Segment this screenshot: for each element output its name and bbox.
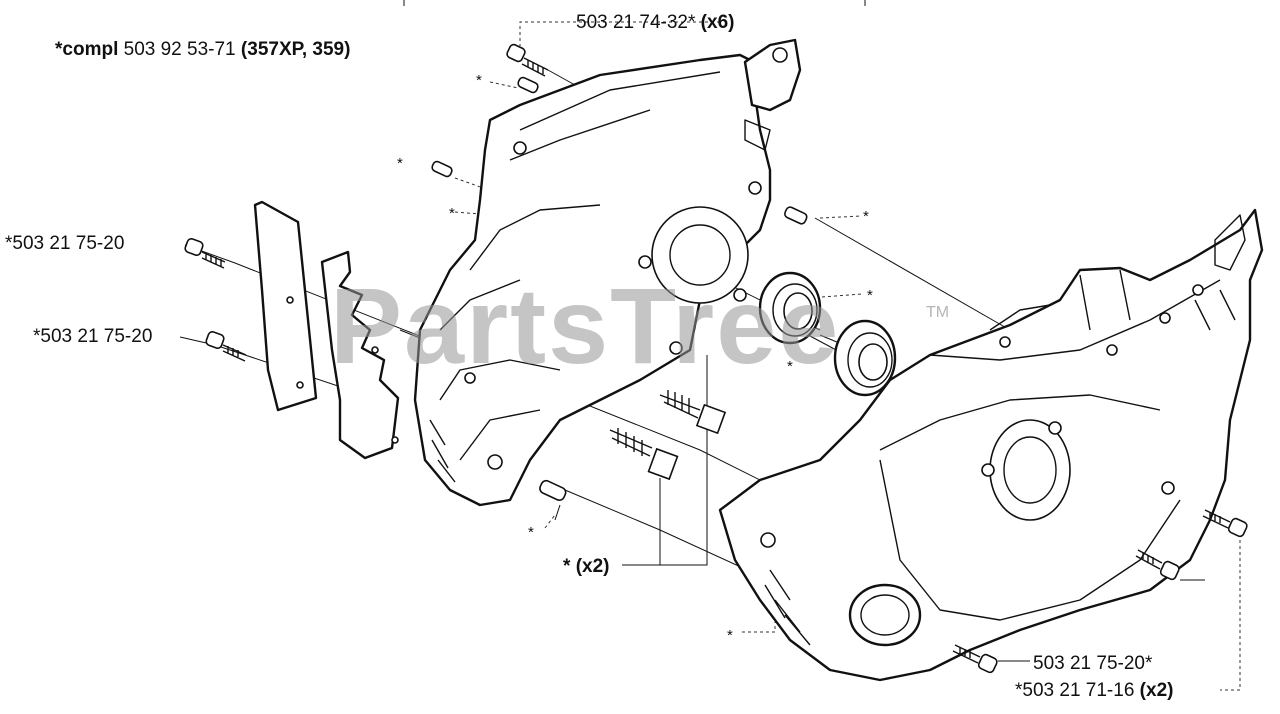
bumper-hole	[391, 436, 399, 444]
plate-hole	[286, 296, 294, 304]
assembly-note-part: 503 92 53-71	[123, 39, 236, 60]
watermark: PartsTree	[330, 265, 841, 386]
trademark-mark: TM	[926, 304, 950, 321]
crankcase-right-half	[718, 208, 1264, 682]
cropped-frame-edge	[403, 0, 866, 6]
callout-top-screw[interactable]: 503 21 74-32* (x6)	[576, 13, 734, 32]
callout-part-number: *	[563, 556, 571, 577]
plate-hole	[296, 381, 304, 389]
callout-part-number: *503 21 75-20	[33, 326, 153, 347]
screw-left-2	[205, 331, 247, 362]
pin-sleeves	[609, 390, 727, 481]
star-marker: *	[528, 524, 534, 541]
star-marker: *	[727, 627, 733, 644]
star-marker: *	[449, 205, 455, 222]
star-marker: *	[863, 208, 869, 225]
callout-part-number: *503 21 75-20	[5, 233, 125, 254]
callout-left-screw-2[interactable]: *503 21 75-20	[33, 327, 152, 346]
callout-quantity: (x2)	[575, 556, 610, 577]
assembly-note-models: (357XP, 359)	[240, 39, 351, 60]
callout-bottom-screw-2[interactable]: *503 21 71-16 (x2)	[1015, 681, 1173, 700]
callout-left-screw-1[interactable]: *503 21 75-20	[5, 234, 124, 253]
screw-top	[506, 43, 549, 77]
star-marker: *	[787, 358, 793, 375]
assembly-note-prefix: *compl	[55, 39, 119, 60]
screw-right-2	[1135, 549, 1180, 581]
callout-pins[interactable]: * (x2)	[563, 557, 609, 576]
callout-part-number: 503 21 74-32*	[576, 12, 696, 33]
callout-quantity: (x6)	[700, 12, 735, 33]
crankcase-left-half	[413, 38, 802, 507]
callout-part-number: *503 21 71-16	[1015, 680, 1135, 701]
star-marker: *	[867, 287, 873, 304]
screw-bottom	[952, 644, 998, 674]
star-marker: *	[397, 155, 403, 172]
screw-right-1	[1202, 509, 1248, 538]
bumper-hole	[371, 346, 379, 354]
assembly-note: *compl 503 92 53-71 (357XP, 359)	[55, 40, 350, 59]
callout-part-number: 503 21 75-20*	[1033, 653, 1153, 674]
spiked-bumper	[320, 250, 400, 460]
bearing-2	[833, 319, 897, 397]
star-marker: *	[476, 72, 482, 89]
callout-bottom-screw-1[interactable]: 503 21 75-20*	[1033, 654, 1152, 673]
bearing-1	[758, 271, 822, 345]
dowel-pins	[431, 76, 808, 501]
callout-quantity: (x2)	[1139, 680, 1174, 701]
screw-left-1	[184, 238, 226, 269]
side-plate	[253, 200, 318, 412]
